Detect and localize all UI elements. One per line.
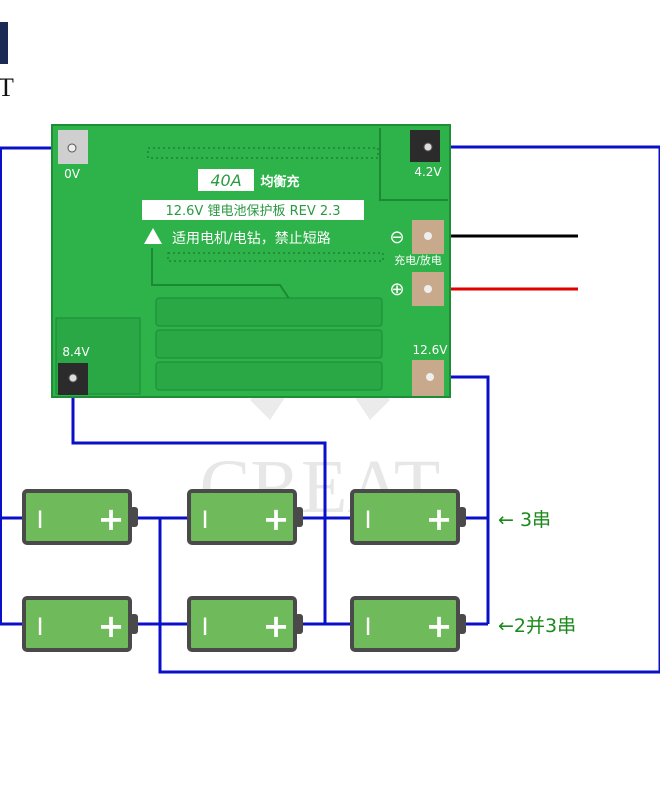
battery-body [187,596,297,652]
warning-icon [144,228,162,244]
badge-current: 40A [210,171,241,190]
board-warning: 适用电机/电钻，禁止短路 [172,231,331,247]
label-3-series: ← 3串 [498,509,551,531]
battery-body [187,489,297,545]
battery-plus: + [263,607,290,645]
battery-cell: I + [22,596,138,652]
label-8-4v: 8.4V [62,345,90,359]
battery-plus: + [98,500,125,538]
badge-mode: 均衡充 [260,174,299,190]
label-0v: 0V [64,167,81,181]
battery-cell: I + [22,489,138,545]
battery-pack: I + I + I + I + I + I + [22,489,466,652]
battery-minus: I [364,506,371,534]
wire-8-4v [71,380,327,624]
logo-text: T [0,73,14,102]
battery-plus: + [263,500,290,538]
wire-4-2v [430,145,660,672]
label-12-6v: 12.6V [413,343,449,357]
logo-mark [0,22,8,64]
battery-cell: I + [350,489,466,545]
battery-plus: + [426,500,453,538]
label-2p3s: ←2并3串 [498,615,576,637]
battery-cell: I + [350,596,466,652]
battery-minus: I [201,506,208,534]
battery-minus: I [36,613,43,641]
label-4-2v: 4.2V [414,165,442,179]
battery-minus: I [36,506,43,534]
plus-symbol: ⊕ [389,279,404,300]
battery-minus: I [201,613,208,641]
battery-minus: I [364,613,371,641]
wire-4-2v-tap [158,518,660,674]
battery-body [22,596,132,652]
battery-plus: + [98,607,125,645]
battery-plus: + [426,607,453,645]
charge-discharge-label: 充电/放电 [394,253,442,267]
battery-cell: I + [187,489,303,545]
battery-body [350,489,460,545]
battery-cell: I + [187,596,303,652]
board-title: 12.6V 锂电池保护板 REV 2.3 [165,204,340,219]
bms-board: 0V 4.2V 8.4V 12.6V 40A 均衡充 12.6V 锂电池保护板 … [51,124,451,398]
battery-body [22,489,132,545]
battery-body [350,596,460,652]
minus-symbol: ⊖ [389,227,404,248]
